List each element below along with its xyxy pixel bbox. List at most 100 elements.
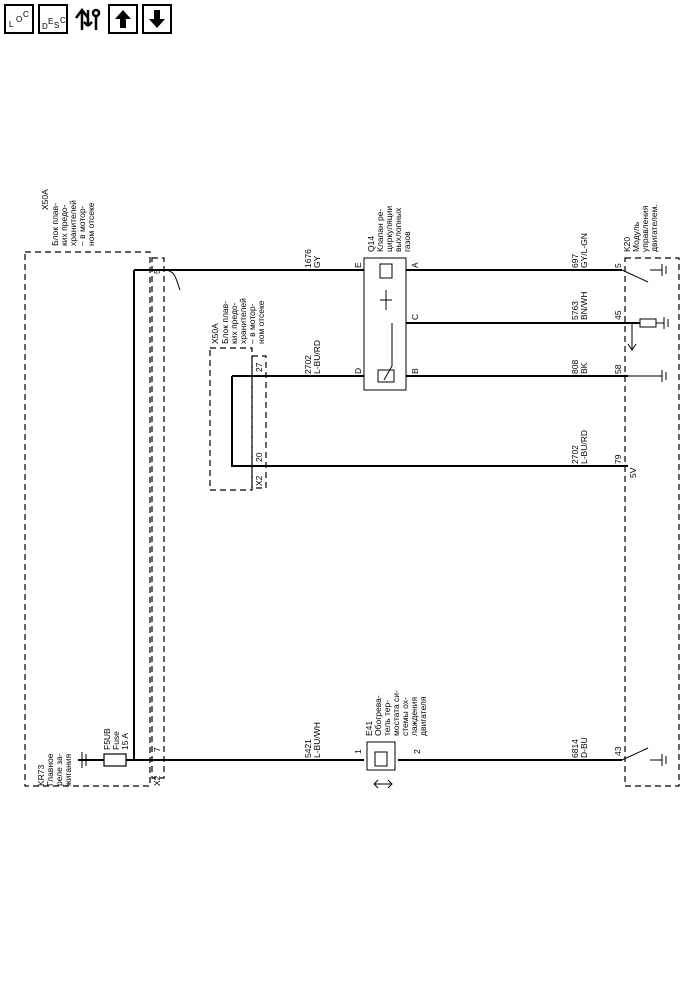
wire-697-num: 697: [570, 254, 580, 268]
x50a-inner-pin-20: 20: [254, 452, 264, 462]
q14-pin-c: C: [410, 314, 420, 320]
wire-5421-color: L-BU/WH: [312, 722, 322, 758]
x50a-top-desc-4: – в мотор-: [77, 205, 87, 246]
x50a-top-desc-5: ном отсеке: [86, 202, 96, 246]
x50a-inner-desc-3: хранителей: [238, 298, 248, 344]
pin5-hook: [163, 269, 181, 291]
q14-wiper: [383, 323, 393, 381]
k20-pin-43: 43: [613, 746, 623, 756]
e41-desc-3: мостата си-: [391, 690, 401, 736]
wrench-arrows-icon: [75, 7, 101, 30]
arrow-up-button[interactable]: [108, 4, 138, 34]
wire-2702b-num: 2702: [570, 445, 580, 464]
desc-letter-c: C: [60, 16, 66, 25]
x50a-top-desc-2: ких предо-: [59, 204, 69, 246]
desc-letter-s: S: [54, 21, 60, 30]
x50a-pin-7: 7: [152, 747, 162, 752]
k20-id: K20: [622, 237, 632, 252]
k20-pin-79: 79: [613, 454, 623, 464]
k20-box: [624, 257, 680, 787]
wire-1676-color: GY: [312, 255, 322, 268]
q14-desc-1: Клапан ре-: [375, 209, 385, 252]
k20-pin-58: 58: [613, 364, 623, 374]
wire-2702-color: L-BU/RD: [312, 340, 322, 374]
k20-desc-3: двигателем.: [649, 204, 659, 252]
fuse-f5ub: [103, 753, 127, 767]
q14-id: Q14: [366, 236, 376, 252]
x50a-inner-pin-27: 27: [254, 362, 264, 372]
x50a-conn-x2: X2: [152, 775, 162, 786]
k20-pin-45: 45: [613, 310, 623, 320]
e41-heater: [374, 751, 388, 767]
q14-desc-3: выхлопных: [393, 207, 403, 252]
x50a-outer-box: [24, 251, 151, 787]
q14-valve-symbol: [380, 290, 392, 310]
x50a-connector-strip: [151, 257, 165, 779]
arrow-down-button[interactable]: [142, 4, 172, 34]
kr73-desc-3: жигания: [63, 753, 73, 786]
k20-sensor-ground: [627, 317, 669, 351]
x50a-inner-desc-1: Блок плав-: [220, 301, 230, 344]
kr73-desc-1: Главное: [45, 753, 55, 786]
fuse-label: Fuse: [111, 731, 121, 750]
wire-2702b-color: L-BU/RD: [579, 430, 589, 464]
wire-2702-loop: [231, 376, 628, 467]
k20-desc-1: Модуль: [631, 221, 641, 252]
toolbar: L O C D E S C: [4, 4, 172, 36]
kr73-desc-2: реле за-: [54, 753, 64, 786]
k20-ground-bottom: [621, 747, 667, 766]
wire-808-num: 808: [570, 360, 580, 374]
wire-5763-color: BN/WH: [579, 292, 589, 320]
x50a-inner-desc-5: ном отсеке: [256, 300, 266, 344]
x50a-inner-desc-4: – в мотор-: [247, 303, 257, 344]
x50a-pin-5: 5: [152, 269, 162, 274]
desc-letter-e: E: [48, 17, 54, 26]
loc-letter-o: O: [16, 15, 23, 24]
x50a-top-id: X50A: [40, 189, 50, 210]
q14-pin-e: E: [353, 262, 363, 268]
e41-desc-4: стемы ох-: [400, 697, 410, 736]
e41-box: [366, 741, 396, 771]
relay-contact: [81, 752, 87, 768]
x50a-inner-box: [209, 347, 253, 491]
loc-letter-c: C: [23, 10, 29, 19]
x50a-inner-conn-x2: X2: [254, 475, 264, 486]
e41-arrow: [373, 779, 393, 789]
wire-808-color: BK: [579, 362, 589, 374]
arrow-down-icon: [149, 10, 165, 28]
wire-5763-num: 5763: [570, 301, 580, 320]
e41-desc-1: Обогрева-: [373, 695, 383, 736]
wire-6814-color: D-BU: [579, 737, 589, 758]
q14-desc-2: циркуляции: [384, 206, 394, 252]
wire-1676-num: 1676: [303, 249, 313, 268]
e41-desc-6: двигателя: [418, 696, 428, 736]
q14-pin-d: D: [353, 368, 363, 374]
description-button[interactable]: D E S C: [38, 4, 68, 34]
q14-pin-a: A: [410, 262, 420, 268]
wire-5421-num: 5421: [303, 739, 313, 758]
arrow-up-icon: [115, 10, 131, 28]
q14-desc-4: газов: [402, 231, 412, 252]
q14-pin-b: B: [410, 368, 420, 374]
kr73-id: KR73: [36, 764, 46, 786]
e41-desc-5: лаждения: [409, 696, 419, 736]
k20-5v-label: 5V: [628, 467, 638, 478]
k20-desc-2: управления: [640, 205, 650, 252]
e41-desc-2: тель тер-: [382, 700, 392, 736]
wrench-arrows-button[interactable]: [72, 4, 104, 34]
wire-697-color: GY/L-GN: [579, 233, 589, 268]
fuse-rating: 15 A: [120, 733, 130, 750]
e41-pin-2: 2: [412, 749, 422, 754]
k20-pin-5: 5: [613, 263, 623, 268]
k20-resistor: [639, 318, 657, 328]
e41-id: E41: [364, 721, 374, 736]
desc-letter-d: D: [42, 22, 48, 31]
x50a-inner-id: X50A: [210, 323, 220, 344]
x50a-inner-connector: [251, 355, 267, 489]
q14-solenoid: [379, 263, 393, 279]
location-button[interactable]: L O C: [4, 4, 34, 34]
k20-ground-58: [628, 370, 667, 382]
fuse-id: F5UB: [102, 728, 112, 750]
e41-pin-1: 1: [353, 749, 363, 754]
